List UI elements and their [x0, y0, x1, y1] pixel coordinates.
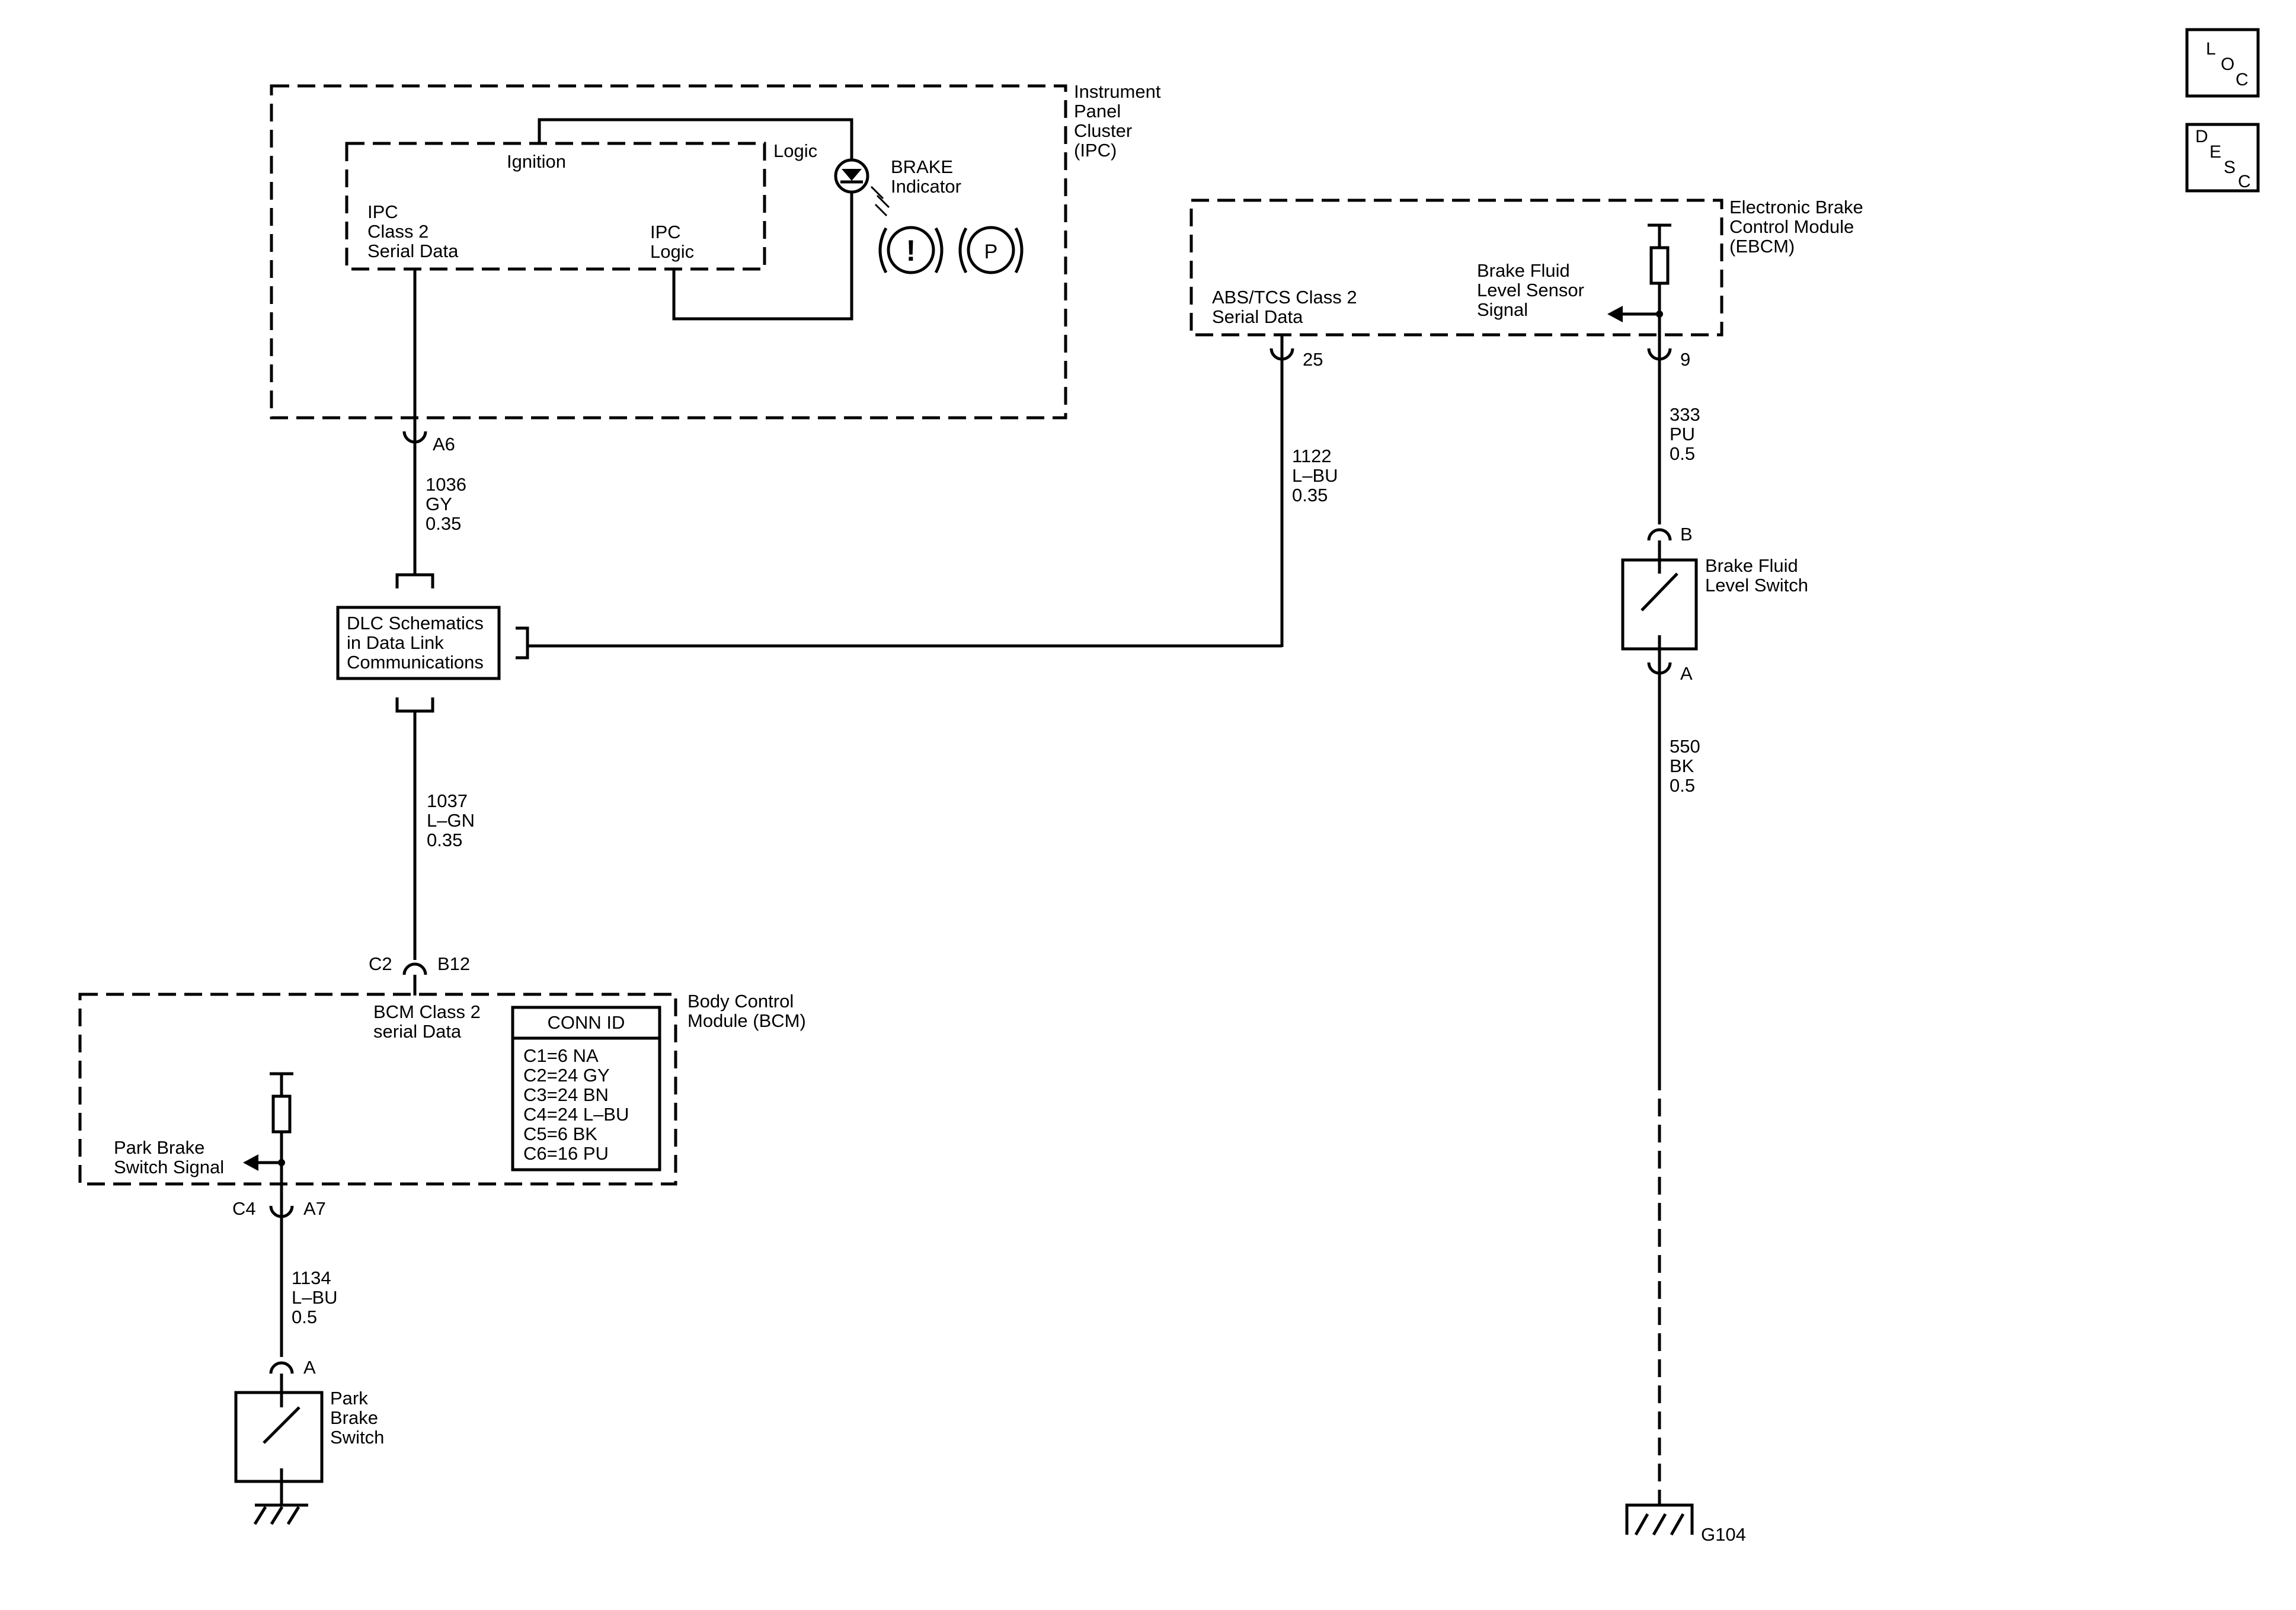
svg-text:D: D [2195, 127, 2208, 146]
ebcm-module: Electronic Brake Control Module (EBCM) A… [1189, 197, 1868, 337]
wire-550-label: 550 BK 0.5 [1670, 736, 1705, 796]
bcm-signal-arrow-icon [243, 1154, 258, 1171]
ipc-internal-logic-label: IPC Logic [650, 222, 694, 262]
park-brake-switch: A Park Brake Switch [234, 1357, 384, 1525]
fluid-switch-contact-icon [1641, 572, 1678, 612]
park-brake-switch-label: Park Brake Switch [330, 1388, 384, 1448]
ground-g104: G104 [1625, 1503, 1746, 1545]
wire-1037-label: 1037 L–GN 0.35 [427, 790, 480, 850]
brake-fluid-switch-label: Brake Fluid Level Switch [1705, 555, 1808, 596]
svg-text:C: C [2238, 172, 2251, 191]
ebcm-name: Electronic Brake Control Module (EBCM) [1729, 197, 1868, 257]
ground-label: G104 [1701, 1524, 1746, 1545]
bcm-serial-label: BCM Class 2 serial Data [373, 1001, 486, 1042]
svg-text:O: O [2221, 55, 2234, 74]
brake-warning-icon: ! [878, 226, 944, 274]
park-brake-signal-label: Park Brake Switch Signal [114, 1137, 224, 1177]
ipc-dashed-border [270, 84, 1067, 420]
ipc-logic-label: Logic [773, 140, 817, 161]
wire-1122-label: 1122 L–BU 0.35 [1292, 446, 1343, 505]
parking-brake-icon: P [958, 226, 1024, 274]
svg-text:C2: C2 [369, 953, 392, 974]
svg-text:25: 25 [1303, 349, 1323, 370]
brake-fluid-level-switch: B A Brake Fluid Level Switch [1621, 524, 1808, 684]
ipc-name: Instrument Panel Cluster (IPC) [1074, 81, 1166, 161]
ipc-logic-wire [672, 191, 853, 321]
svg-text:A: A [1680, 663, 1693, 684]
wire-1036-label: 1036 GY 0.35 [426, 474, 472, 534]
ipc-serial-label: IPC Class 2 Serial Data [367, 201, 459, 261]
connector-c2-b12: C2 B12 [369, 953, 470, 996]
desc-button[interactable]: D E S C [2185, 123, 2260, 193]
svg-text:A: A [303, 1357, 316, 1378]
bcm-pullup-resistor [243, 1072, 293, 1197]
brake-indicator-label: BRAKE Indicator [891, 156, 961, 197]
park-switch-contact-icon [263, 1406, 300, 1444]
conn-id-rows: C1=6 NA C2=24 GY C3=24 BN C4=24 L–BU C5=… [523, 1045, 634, 1164]
loc-button[interactable]: L O C [2185, 28, 2260, 98]
conn-id-title: CONN ID [548, 1012, 625, 1033]
svg-text:9: 9 [1680, 349, 1690, 370]
connector-25: 25 [1269, 348, 1323, 370]
svg-text:P: P [984, 241, 998, 263]
svg-text:C4: C4 [232, 1198, 256, 1219]
svg-text:C: C [2236, 70, 2249, 89]
ebcm-sensor-label: Brake Fluid Level Sensor Signal [1477, 260, 1590, 320]
ebcm-serial-label: ABS/TCS Class 2 Serial Data [1212, 287, 1362, 327]
connector-c4-a7: C4 A7 [232, 1198, 326, 1219]
svg-text:E: E [2209, 142, 2221, 162]
ebcm-dashed-border [1189, 199, 1723, 337]
svg-text:A6: A6 [433, 434, 455, 454]
connector-9: 9 [1647, 348, 1690, 370]
bcm-module: Body Control Module (BCM) BCM Class 2 se… [78, 991, 806, 1197]
conn-id-table: CONN ID C1=6 NA C2=24 GY C3=24 BN C4=24 … [511, 1006, 661, 1172]
ipc-module: Instrument Panel Cluster (IPC) Ignition … [270, 81, 1166, 420]
ebcm-signal-arrow-icon [1607, 306, 1623, 322]
svg-text:B: B [1680, 524, 1693, 545]
wire-1134-label: 1134 L–BU 0.5 [292, 1267, 343, 1327]
dlc-label: DLC Schematics in Data Link Communicatio… [347, 613, 488, 673]
svg-text:B12: B12 [437, 953, 470, 974]
svg-text:L: L [2206, 39, 2216, 59]
ebcm-pullup-resistor [1607, 223, 1671, 335]
ignition-wire [538, 118, 853, 160]
bcm-dashed-border [78, 993, 677, 1186]
bcm-name: Body Control Module (BCM) [687, 991, 806, 1031]
brake-led-icon [834, 158, 890, 217]
svg-text:S: S [2224, 158, 2236, 177]
ipc-ignition-label: Ignition [507, 151, 566, 172]
connector-a6: A6 [402, 431, 455, 454]
svg-text:!: ! [906, 234, 916, 267]
dlc-box: DLC Schematics in Data Link Communicatio… [336, 573, 529, 713]
svg-text:A7: A7 [303, 1198, 326, 1219]
ipc-logic-dashed-border [345, 142, 766, 271]
wire-333-label: 333 PU 0.5 [1670, 404, 1705, 464]
